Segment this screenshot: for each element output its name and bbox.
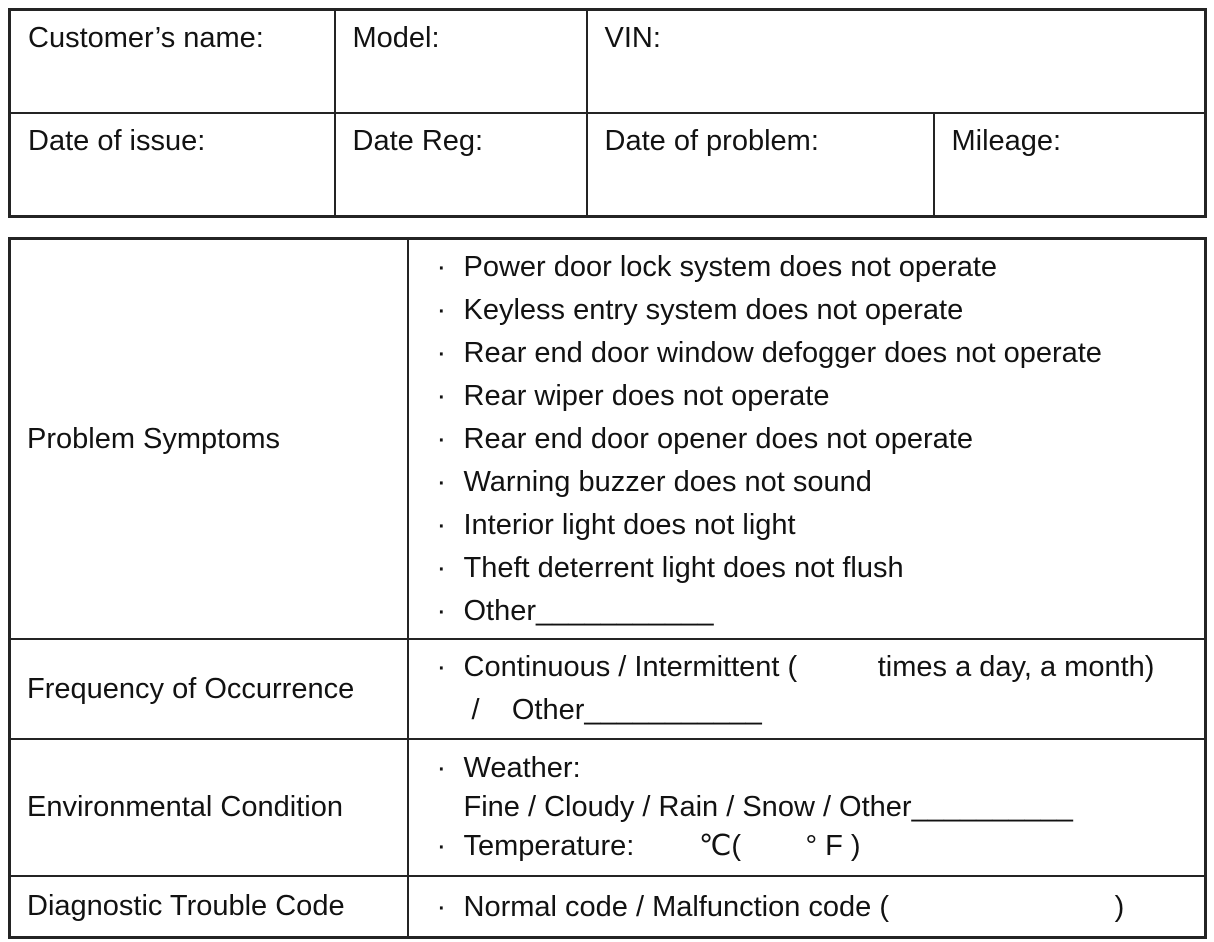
symptom-other-blank: Other___________ (463, 594, 714, 627)
bullet-icon: · (436, 250, 447, 283)
date-of-issue-label: Date of issue: (28, 125, 206, 157)
bullet-icon: · (436, 465, 447, 498)
dtc-options-text: Normal code / Malfunction code ( ) (463, 890, 1125, 923)
list-item: · Temperature: ℃( ° F ) (437, 827, 1205, 866)
list-item: · Continuous / Intermittent ( times a da… (437, 646, 1205, 689)
model-cell: Model: (333, 8, 588, 114)
environment-label: Environmental Condition (27, 791, 343, 823)
table-row: Date of issue: Date Reg: Date of problem… (8, 112, 1207, 218)
problem-analysis-table: Problem Symptoms · Power door lock syste… (8, 237, 1207, 939)
list-item: · Interior light does not light (437, 504, 1205, 547)
date-reg-label: Date Reg: (352, 125, 484, 157)
problem-symptoms-list: · Power door lock system does not operat… (437, 246, 1205, 633)
list-item: · Rear end door window defogger does not… (437, 332, 1205, 375)
table-row: Environmental Condition · Weather: Fine … (8, 738, 1207, 877)
environment-list: · Weather: Fine / Cloudy / Rain / Snow /… (437, 749, 1205, 866)
bullet-icon: · (436, 651, 447, 683)
environment-content-cell: · Weather: Fine / Cloudy / Rain / Snow /… (406, 738, 1207, 877)
bullet-icon: · (436, 508, 447, 541)
list-item: · Theft deterrent light does not flush (437, 547, 1205, 590)
table-row: Problem Symptoms · Power door lock syste… (8, 237, 1207, 640)
problem-symptoms-header-cell: Problem Symptoms (8, 237, 409, 640)
symptom-text: Warning buzzer does not sound (463, 465, 872, 498)
problem-symptoms-content-cell: · Power door lock system does not operat… (406, 237, 1207, 640)
list-item: · Rear wiper does not operate (437, 375, 1205, 418)
list-item: · Rear end door opener does not operate (437, 418, 1205, 461)
date-of-issue-cell: Date of issue: (8, 112, 336, 218)
vin-label: VIN: (604, 22, 661, 54)
bullet-icon: · (436, 594, 447, 627)
list-item: / Other___________ (437, 689, 1205, 732)
table-row: Customer’s name: Model: VIN: (8, 8, 1207, 114)
dtc-content-cell: · Normal code / Malfunction code ( ) (406, 875, 1207, 939)
frequency-label: Frequency of Occurrence (27, 672, 355, 705)
symptom-text: Interior light does not light (463, 508, 796, 541)
problem-symptoms-label: Problem Symptoms (27, 422, 281, 455)
frequency-options-text: Continuous / Intermittent ( times a day,… (463, 651, 1155, 683)
customer-name-cell: Customer’s name: (8, 8, 336, 114)
dtc-list: · Normal code / Malfunction code ( ) (437, 887, 1205, 927)
symptom-text: Rear end door window defogger does not o… (463, 336, 1102, 369)
weather-label: Weather: (463, 752, 581, 784)
table-row: Frequency of Occurrence · Continuous / I… (8, 638, 1207, 740)
bullet-icon: · (436, 379, 447, 412)
model-label: Model: (352, 22, 440, 54)
list-item: · Warning buzzer does not sound (437, 461, 1205, 504)
bullet-icon: · (436, 336, 447, 369)
frequency-header-cell: Frequency of Occurrence (8, 638, 409, 740)
vin-cell: VIN: (585, 8, 1207, 114)
bullet-icon: · (436, 890, 447, 923)
list-item: · Normal code / Malfunction code ( ) (437, 887, 1205, 927)
date-of-problem-cell: Date of problem: (585, 112, 935, 218)
symptom-text: Theft deterrent light does not flush (463, 551, 904, 584)
dtc-header-cell: Diagnostic Trouble Code (8, 875, 409, 939)
list-item: · Power door lock system does not operat… (437, 246, 1205, 289)
bullet-icon: · (436, 551, 447, 584)
date-of-problem-label: Date of problem: (604, 125, 819, 157)
weather-options-text: Fine / Cloudy / Rain / Snow / Other_____… (463, 791, 1073, 823)
symptom-text: Rear wiper does not operate (463, 379, 830, 412)
dtc-label: Diagnostic Trouble Code (27, 890, 345, 922)
temperature-text: Temperature: ℃( ° F ) (463, 830, 861, 862)
bullet-icon: · (436, 752, 447, 784)
vehicle-info-table: Customer’s name: Model: VIN: Date of iss… (8, 8, 1207, 218)
frequency-content-cell: · Continuous / Intermittent ( times a da… (406, 638, 1207, 740)
symptom-text: Rear end door opener does not operate (463, 422, 973, 455)
customer-name-label: Customer’s name: (28, 22, 264, 54)
list-item: · Weather: (437, 749, 1205, 788)
mileage-label: Mileage: (951, 125, 1062, 157)
frequency-other-blank: / Other___________ (463, 694, 762, 726)
bullet-icon: · (436, 422, 447, 455)
symptom-text: Power door lock system does not operate (463, 250, 998, 283)
list-item: Fine / Cloudy / Rain / Snow / Other_____… (437, 788, 1205, 827)
list-item: · Other___________ (437, 590, 1205, 633)
date-reg-cell: Date Reg: (333, 112, 588, 218)
environment-header-cell: Environmental Condition (8, 738, 409, 877)
list-item: · Keyless entry system does not operate (437, 289, 1205, 332)
symptom-text: Keyless entry system does not operate (463, 293, 964, 326)
bullet-icon: · (436, 830, 447, 862)
bullet-icon: · (436, 293, 447, 326)
mileage-cell: Mileage: (932, 112, 1207, 218)
frequency-list: · Continuous / Intermittent ( times a da… (437, 646, 1205, 732)
table-row: Diagnostic Trouble Code · Normal code / … (8, 875, 1207, 939)
